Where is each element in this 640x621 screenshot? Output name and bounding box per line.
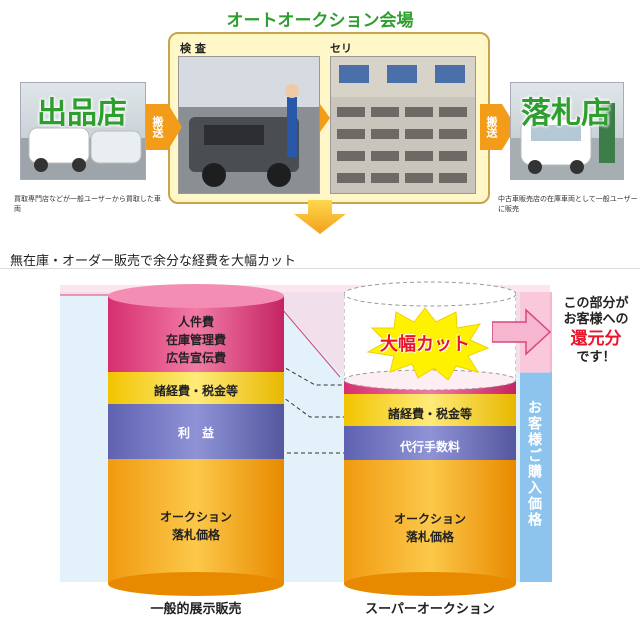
left-layer-profit: 利 益	[177, 426, 214, 440]
purchase-price-band	[520, 372, 552, 582]
arrow-right-icon	[168, 104, 182, 150]
left-shop-photo	[20, 82, 146, 180]
left-transport-tag: 搬送	[146, 104, 168, 150]
right-transport-tag: 搬送	[480, 104, 502, 150]
right-cylinder-label: スーパーオークション	[365, 602, 495, 617]
purchase-price-label: お客様ご購入価格	[526, 400, 542, 528]
right-layer-fee: 代行手数料	[399, 440, 460, 454]
left-layer-auction: オークション 落札価格	[108, 508, 284, 544]
bidding-photo	[330, 56, 476, 194]
auction-venue-title: オートオークション会場	[226, 11, 414, 31]
right-auction-line-1: オークション	[393, 512, 466, 526]
right-layer-auction: オークション 落札価格	[344, 510, 516, 546]
section-title: 無在庫・オーダー販売で余分な経費を大幅カット	[10, 254, 297, 269]
right-shop-caption: 中古車販売店の在庫車両として一般ユーザーに販売	[498, 195, 638, 213]
arrow-down-icon	[294, 200, 346, 234]
left-shop-photo-art	[21, 127, 145, 179]
inspection-photo	[178, 56, 320, 194]
left-cost-line-1: 人件費	[177, 315, 214, 329]
left-cylinder	[108, 284, 284, 596]
arrow-right-icon	[320, 104, 330, 132]
right-auction-line-2: 落札価格	[405, 530, 454, 544]
divider	[0, 268, 640, 269]
left-cost-line-2: 在庫管理費	[165, 333, 226, 347]
left-layer-costs: 人件費 在庫管理費 広告宣伝費	[108, 313, 284, 367]
right-shop-photo-art	[511, 103, 623, 179]
left-cost-line-3: 広告宣伝費	[165, 351, 226, 365]
bidding-photo-art	[331, 57, 475, 193]
inspection-photo-art	[179, 57, 319, 193]
inspection-label: 検 査	[180, 42, 206, 55]
right-shop-photo	[510, 82, 624, 180]
big-cut-starburst	[366, 307, 490, 380]
left-auction-line-1: オークション	[159, 510, 232, 524]
left-shop-caption: 買取専門店などが一般ユーザーから買取した車両	[14, 195, 161, 213]
refund-note-line-4: です！	[576, 350, 616, 365]
refund-note-line-1: この部分が	[563, 296, 629, 311]
refund-note: この部分が お客様への 還元分 です！	[552, 296, 640, 366]
left-shop-title: 出品店	[37, 96, 127, 131]
bidding-label: セリ	[330, 42, 352, 55]
left-cylinder-label: 一般的展示販売	[150, 602, 242, 617]
refund-note-line-2: お客様への	[563, 312, 629, 327]
refund-arrow-icon	[492, 308, 552, 356]
big-cut-text: 大幅カット	[380, 334, 470, 355]
left-auction-line-2: 落札価格	[171, 528, 220, 542]
right-layer-misc: 諸経費・税金等	[387, 407, 472, 421]
right-shop-title: 落札店	[521, 96, 611, 131]
left-layer-misc: 諸経費・税金等	[153, 384, 238, 398]
refund-note-highlight: 還元分	[570, 329, 622, 349]
